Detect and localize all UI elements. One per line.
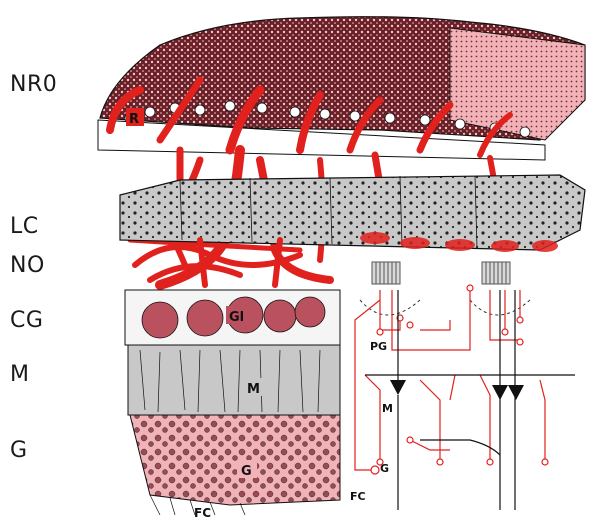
schematic-label-pg: PG [370,340,387,353]
circuit-schematic: PG M G FC [345,258,590,513]
illus-label-r: R [129,112,139,127]
illus-label-gl: Gl [229,310,244,325]
granule-layer [130,415,340,505]
illus-label-m: M [247,382,260,397]
schematic-label-m: M [382,402,393,415]
illus-label-fc: FC [194,506,211,519]
receptor-comb-left [372,262,400,284]
schematic-label-g: G [380,462,389,475]
surface-patch [450,28,585,140]
receptor-comb-right [482,262,510,284]
schematic-label-fc: FC [350,490,366,503]
lamina-block [120,175,585,250]
illus-label-g: G [241,464,252,479]
